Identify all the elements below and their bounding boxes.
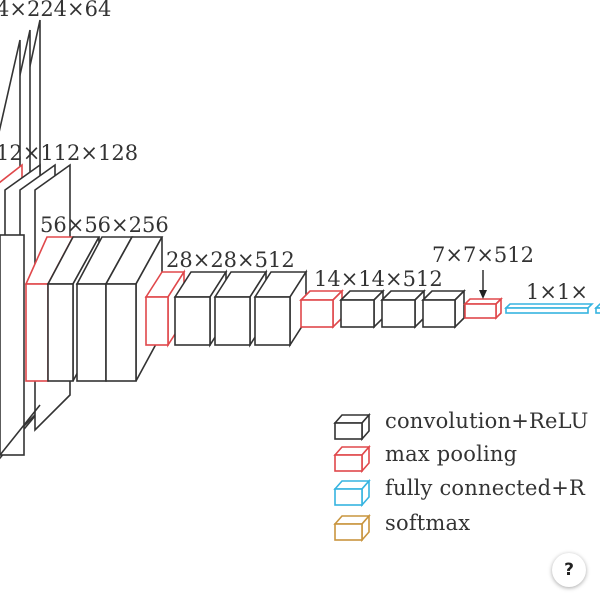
conv-28-1-front <box>174 296 211 346</box>
pool-7-front <box>464 303 497 319</box>
conv-56-2-front <box>76 283 107 382</box>
legend-conv-icon <box>333 412 371 442</box>
label-7x7x512: 7×7×512 <box>432 243 534 267</box>
legend-softmax-label: softmax <box>385 511 470 535</box>
pool-14-front <box>300 299 334 328</box>
label-56x56x256: 56×56×256 <box>40 213 169 237</box>
block-14 <box>299 289 466 329</box>
fc-2-top <box>594 303 600 309</box>
fc-1-front <box>505 307 589 314</box>
block-28 <box>144 269 308 348</box>
label-1x1: 1×1× <box>526 280 588 304</box>
arrow-to-7x7 <box>479 270 487 299</box>
legend-fc-label: fully connected+R <box>385 476 586 500</box>
arrowhead-icon <box>479 290 487 299</box>
label-14x14x512: 14×14×512 <box>314 267 443 291</box>
legend <box>333 412 371 543</box>
help-button[interactable]: ? <box>552 553 586 587</box>
conv-14-3-front <box>422 299 456 328</box>
label-224x224x64: 4×224×64 <box>0 0 111 21</box>
pool-28-front <box>145 296 169 346</box>
conv-14-1-front <box>340 299 375 328</box>
conv-28-3-front <box>254 296 291 346</box>
legend-pool-label: max pooling <box>385 442 517 466</box>
conv-14-2-front <box>381 299 416 328</box>
fc-2-front <box>595 307 600 314</box>
block-fc <box>504 303 600 314</box>
conv-28-2-front <box>214 296 251 346</box>
block-56 <box>24 236 164 382</box>
help-icon: ? <box>564 560 574 580</box>
block-7 <box>463 297 503 320</box>
legend-conv-label: convolution+ReLU <box>385 409 589 433</box>
conv-112-front-face <box>0 234 25 456</box>
legend-pool-icon <box>333 444 371 474</box>
label-112x112x128: 12×112×128 <box>0 141 138 165</box>
pool-56-front <box>25 283 49 382</box>
legend-softmax-icon <box>333 513 371 543</box>
label-28x28x512: 28×28×512 <box>166 248 295 272</box>
legend-fc-icon <box>333 478 371 508</box>
conv-56-1-front <box>47 283 74 382</box>
conv-56-3-front <box>105 283 137 382</box>
